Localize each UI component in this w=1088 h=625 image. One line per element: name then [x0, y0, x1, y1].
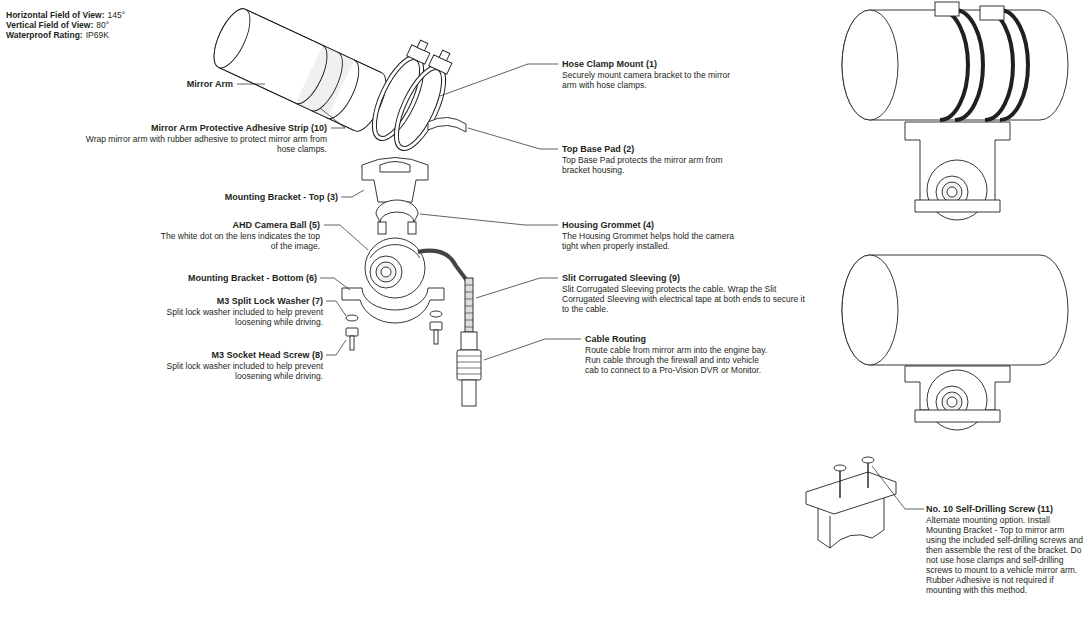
- callout-title: Slit Corrugated Sleeving (9): [562, 273, 812, 284]
- part-name: Mounting Bracket - Top (3): [188, 192, 338, 203]
- callout: Mirror Arm: [113, 79, 233, 90]
- spec-value: IP69K: [86, 30, 109, 40]
- hose-clamps: [365, 35, 461, 155]
- spec-label: Horizontal Field of View:: [6, 10, 105, 20]
- callout-title: Housing Grommet (4): [562, 220, 752, 231]
- callout-title: Cable Routing: [585, 334, 770, 345]
- callout-title: Hose Clamp Mount (1): [562, 59, 742, 70]
- assembled-view-screw: [842, 255, 1068, 430]
- leader-lines: [237, 64, 924, 509]
- callout: AHD Camera Ball (5)The white dot on the …: [160, 220, 320, 251]
- corrugated-sleeving: [465, 278, 473, 332]
- alternate-bracket: [806, 457, 896, 548]
- mounting-bracket-bottom: [342, 288, 444, 323]
- top-base-pad: [428, 117, 466, 132]
- callout-text: Securely mount camera bracket to the mir…: [562, 70, 742, 90]
- spec-value: 145°: [108, 10, 126, 20]
- callout: Housing Grommet (4)The Housing Grommet h…: [562, 220, 752, 251]
- callout: Hose Clamp Mount (1)Securely mount camer…: [562, 59, 742, 90]
- callout-title: M3 Split Lock Washer (7): [153, 296, 323, 307]
- callout-text: Route cable from mirror arm into the eng…: [585, 345, 770, 375]
- spec-label: Vertical Field of View:: [6, 20, 93, 30]
- camera-ball: [365, 238, 425, 298]
- socket-head-screw: [346, 311, 442, 350]
- mounting-bracket-top: [362, 158, 428, 203]
- callout: Slit Corrugated Sleeving (9)Slit Corruga…: [562, 273, 812, 314]
- cable-connector: [457, 332, 481, 406]
- spec-line: Waterproof Rating:IP69K: [6, 24, 109, 42]
- callout-text: The white dot on the lens indicates the …: [160, 231, 320, 251]
- callout-title: No. 10 Self-Drilling Screw (11): [926, 504, 1084, 515]
- assembled-view-clamp: [842, 2, 1068, 220]
- callout: Mirror Arm Protective Adhesive Strip (10…: [77, 123, 327, 154]
- callout: Mounting Bracket - Bottom (6): [157, 273, 317, 284]
- callout: Mounting Bracket - Top (3): [188, 192, 338, 203]
- callout-text: Alternate mounting option. Install Mount…: [926, 515, 1084, 595]
- callout-text: Split lock washer included to help preve…: [153, 361, 323, 381]
- callout-text: The Housing Grommet helps hold the camer…: [562, 231, 752, 251]
- callout-title: AHD Camera Ball (5): [160, 220, 320, 231]
- camera-cable: [418, 251, 468, 282]
- callout: No. 10 Self-Drilling Screw (11)Alternate…: [926, 504, 1084, 595]
- part-name: Mirror Arm: [113, 79, 233, 90]
- callout-text: Slit Corrugated Sleeving protects the ca…: [562, 284, 812, 314]
- callout-text: Top Base Pad protects the mirror arm fro…: [562, 155, 752, 175]
- callout: M3 Socket Head Screw (8)Split lock washe…: [153, 350, 323, 381]
- callout-title: Mirror Arm Protective Adhesive Strip (10…: [77, 123, 327, 134]
- callout: M3 Split Lock Washer (7)Split lock washe…: [153, 296, 323, 327]
- callout-text: Split lock washer included to help preve…: [153, 307, 323, 327]
- spec-value: 80°: [96, 20, 109, 30]
- mirror-arm: [207, 4, 394, 136]
- part-name: Mounting Bracket - Bottom (6): [157, 273, 317, 284]
- callout-text: Wrap mirror arm with rubber adhesive to …: [77, 134, 327, 154]
- housing-grommet: [376, 200, 418, 222]
- callout-title: M3 Socket Head Screw (8): [153, 350, 323, 361]
- spec-line: Horizontal Field of View:145°: [6, 4, 125, 22]
- spec-line: Vertical Field of View:80°: [6, 14, 109, 32]
- spec-label: Waterproof Rating:: [6, 30, 83, 40]
- callout: Cable RoutingRoute cable from mirror arm…: [585, 334, 770, 375]
- split-lock-washer: [346, 315, 358, 321]
- callout-title: Top Base Pad (2): [562, 144, 752, 155]
- callout: Top Base Pad (2)Top Base Pad protects th…: [562, 144, 752, 175]
